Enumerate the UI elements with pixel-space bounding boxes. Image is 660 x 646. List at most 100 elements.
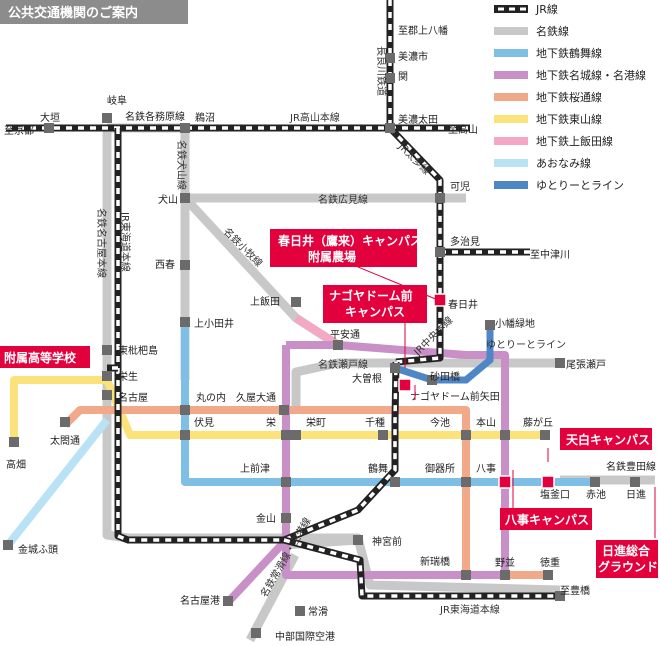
station-marker-35 [543, 570, 553, 580]
label-fujigaoka: 藤が丘 [523, 416, 553, 429]
meijo-line [227, 341, 509, 603]
campus-fuzoku-box[interactable]: 附属高等学校 [0, 346, 90, 368]
campus-nisshin-box[interactable]: 日進総合 グラウンド [596, 540, 658, 578]
station-marker-46 [102, 113, 112, 123]
station-marker-5 [44, 123, 54, 133]
legend-swatch-sakuradori [494, 93, 528, 101]
label-toyota: 名鉄豊田線 [606, 460, 656, 473]
label-nisshin: 日進 [626, 489, 646, 501]
station-marker-41 [60, 417, 70, 427]
jr-lines [6, 0, 560, 600]
label-heiancho: 平安通 [330, 328, 360, 341]
label-sakae: 栄 [266, 417, 276, 429]
legend-swatch-tsurumai [494, 49, 528, 57]
label-shiogamaguchi: 塩釜口 [540, 488, 570, 501]
legend-label-sakuradori: 地下鉄桜通線 [536, 90, 602, 104]
station-marker-40 [9, 437, 19, 447]
label-ozone: 大曽根 [352, 372, 382, 385]
label-nodami: 野並 [495, 556, 515, 569]
legend-label-jr: JR線 [535, 2, 558, 16]
label-toyohashi: 至豊橋 [560, 584, 590, 597]
label-to-nakatsugawa: 至中津川 [530, 248, 570, 261]
station-marker-26 [281, 477, 291, 487]
label-owariseto: 尾張瀬戸 [566, 359, 606, 371]
campus-dome-line2: キャンパス [345, 305, 405, 319]
station-marker-30 [630, 477, 640, 487]
page-title-badge: 公共交通機関のご案内 [0, 0, 188, 24]
legend-label-tsurumai: 地下鉄鶴舞線 [536, 46, 602, 60]
station-marker-9 [180, 260, 190, 270]
campus-station-marker-2 [498, 475, 512, 489]
station-marker-20 [333, 340, 343, 350]
label-kani: 可児 [450, 181, 470, 193]
legend-swatch-jr-dash [509, 7, 515, 11]
label-marunouchi: 丸の内 [196, 391, 226, 404]
higashiyama-line [10, 376, 545, 442]
station-marker-36 [223, 596, 233, 606]
aonami-line [4, 417, 111, 548]
kamiiida-line [293, 314, 341, 349]
station-marker-31 [281, 513, 291, 523]
label-kakamigahara: 名鉄各務原線 [125, 110, 185, 123]
campus-fuzoku-label: 附属高等学校 [4, 350, 77, 365]
label-mino: 美濃市 [398, 50, 428, 63]
station-marker-19 [291, 430, 301, 440]
legend-label-higashiyama: 地下鉄東山線 [536, 112, 602, 126]
station-marker-43 [485, 320, 495, 330]
station-marker-7 [180, 123, 190, 133]
label-taikodori: 太閤通 [50, 434, 80, 447]
label-kinjo: 金城ふ頭 [18, 543, 58, 556]
station-marker-18 [281, 430, 291, 440]
campus-tenpaku-box[interactable]: 天白キャンパス [560, 428, 652, 450]
station-marker-42 [427, 375, 437, 385]
legend-swatch-meijo [494, 71, 528, 79]
label-inuyama: 犬山 [158, 193, 178, 206]
campus-kasugai-box[interactable]: 春日井（鷹来）キャンパス 附属農場 [270, 229, 422, 267]
label-to-kyoto: 至京都 [4, 124, 34, 137]
campus-tenpaku-label: 天白キャンパス [566, 432, 650, 447]
station-marker-22 [378, 430, 388, 440]
label-tajimi: 多治見 [450, 235, 480, 248]
label-takabata: 高畑 [6, 458, 26, 471]
station-marker-10 [291, 297, 301, 307]
label-minoota: 美濃太田 [398, 113, 438, 126]
label-tsurumai: 鶴舞 [368, 462, 388, 475]
line-label-meitetsu-hiromi: 名鉄広見線 [318, 193, 368, 206]
station-marker-37 [295, 606, 305, 616]
campus-kasugai-line2: 附属農場 [308, 249, 356, 264]
label-biwajima: 東枇杷島 [118, 344, 158, 357]
label-motoyama: 本山 [476, 416, 496, 429]
campus-dome-line1: ナゴヤドーム前 [329, 288, 413, 303]
station-marker-39 [3, 540, 13, 550]
legend-swatch-jr-dash [498, 7, 504, 11]
legend-label-meijo: 地下鉄名城線・名港線 [536, 68, 646, 82]
station-marker-34 [500, 570, 510, 580]
campus-nisshin-line1: 日進総合 [602, 543, 651, 558]
label-kanayama: 金山 [256, 512, 276, 525]
legend-label-kamiiida: 地下鉄上飯田線 [536, 134, 613, 148]
label-tokushige: 徳重 [540, 556, 560, 569]
station-marker-27 [390, 477, 400, 487]
legend-label-aonami: あおなみ線 [536, 156, 591, 170]
campus-dome-box[interactable]: ナゴヤドーム前 キャンパス [323, 285, 427, 323]
label-tokoname: 常滑 [308, 605, 328, 618]
station-marker-4 [435, 247, 445, 257]
page-title: 公共交通機関のご案内 [8, 5, 138, 21]
campus-yagoto-box[interactable]: 八事キャンパス [500, 508, 592, 530]
label-akaike: 赤池 [586, 488, 606, 501]
legend: JR線名鉄線地下鉄鶴舞線地下鉄名城線・名港線地下鉄桜通線地下鉄東山線地下鉄上飯田… [494, 2, 646, 192]
line-label-jr-tokaido: JR東海道本線 [439, 603, 500, 616]
label-fushimi: 伏見 [194, 416, 214, 429]
label-seki: 関 [398, 71, 408, 83]
label-nishiharu: 西春 [155, 259, 175, 271]
campus-yagoto-label: 八事キャンパス [504, 512, 589, 527]
line-label-jr-taita: JR太多線 [395, 139, 433, 177]
station-marker-3 [435, 193, 445, 203]
stations [3, 53, 640, 638]
legend-swatch-aonami [494, 159, 528, 167]
label-obata: 小幡緑地 [495, 317, 535, 330]
legend-swatch-meitetsu [494, 27, 528, 35]
station-marker-32 [353, 535, 363, 545]
label-kamimaezu: 上前津 [240, 462, 270, 475]
station-marker-25 [540, 430, 550, 440]
